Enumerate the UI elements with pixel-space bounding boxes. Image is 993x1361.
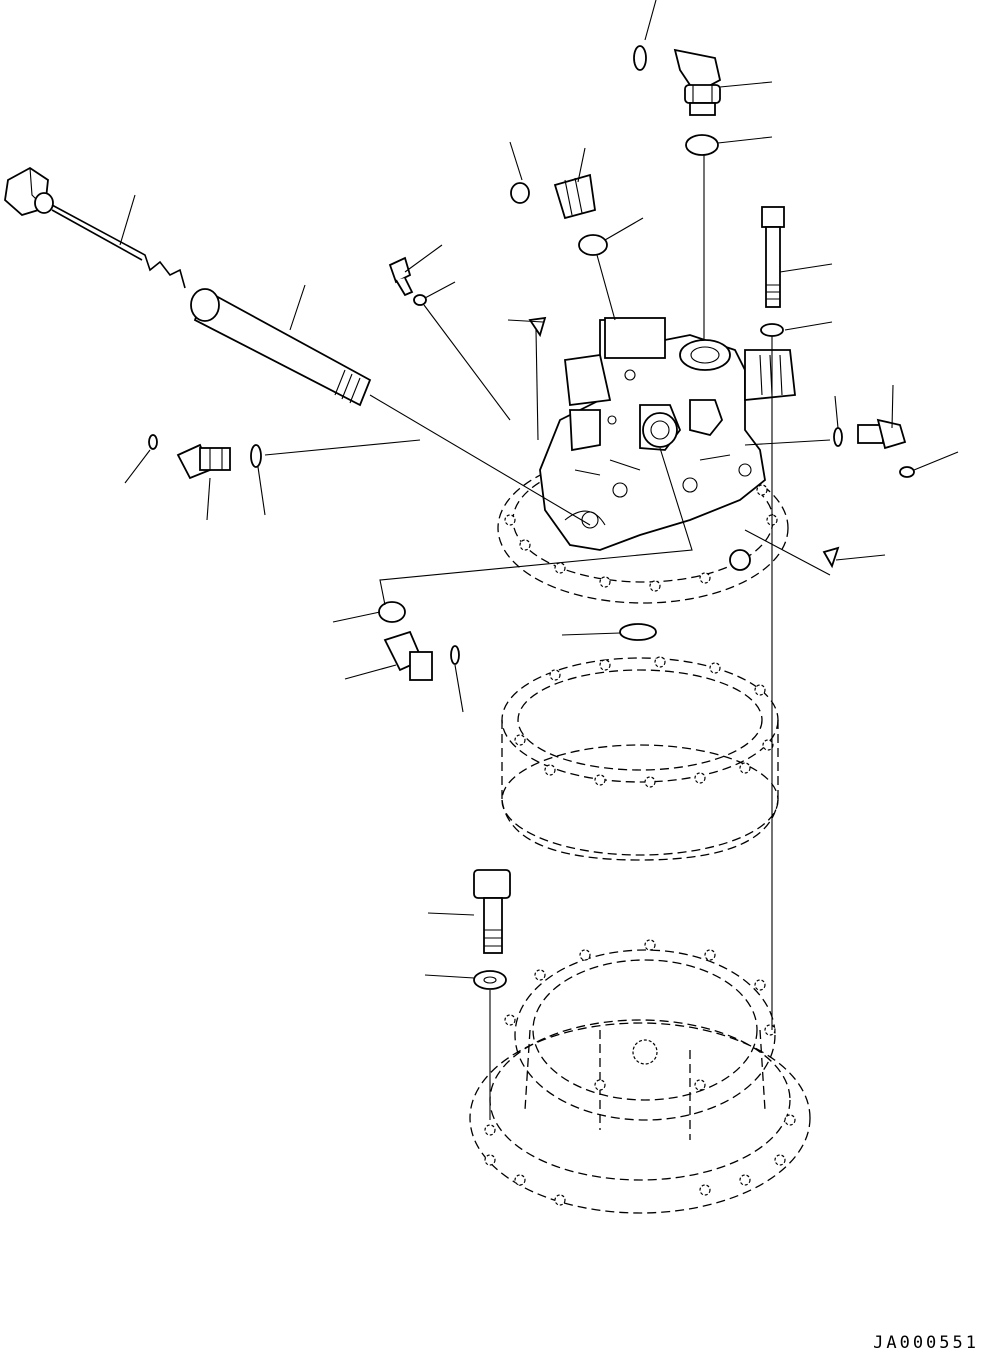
leader-lines — [119, 0, 959, 979]
lower-case-housing — [469, 939, 811, 1214]
washer-lower — [473, 970, 507, 990]
plug-cone-right — [822, 546, 840, 569]
drawing-reference-code: JA000551 — [873, 1333, 979, 1353]
hex-bolt-lower — [473, 869, 511, 954]
straight-fitting-top — [510, 173, 608, 256]
assembly-lines — [264, 155, 831, 1120]
long-bolt-right — [760, 206, 785, 337]
elbow-fitting-middle — [378, 601, 657, 681]
elbow-fitting-right — [833, 418, 915, 478]
swing-motor-body — [539, 317, 796, 571]
elbow-fitting-left — [148, 434, 262, 480]
bolt-small-top — [388, 256, 427, 306]
plug-cone-top — [528, 316, 547, 338]
elbow-fitting-top — [633, 45, 722, 156]
intermediate-ring — [501, 656, 779, 861]
level-gauge-assembly — [4, 166, 372, 407]
